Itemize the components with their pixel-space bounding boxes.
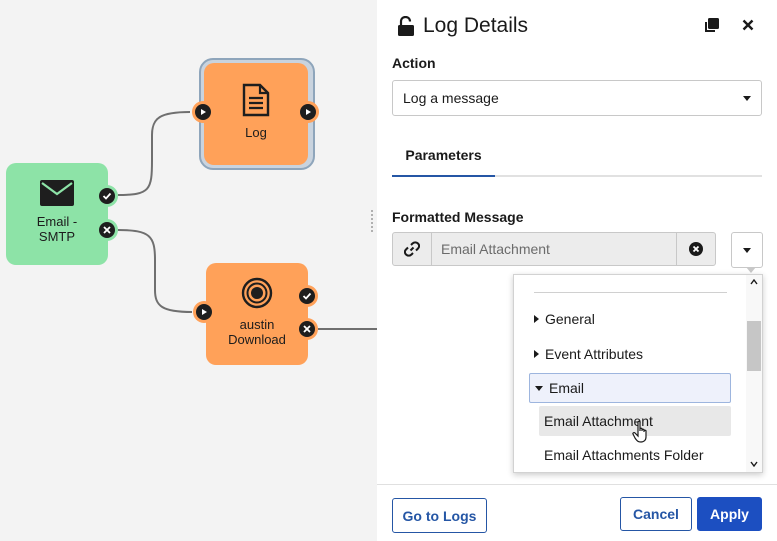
- dropdown-item-event-attributes[interactable]: Event Attributes: [534, 346, 643, 362]
- x-icon: [303, 325, 311, 333]
- email-success-port[interactable]: [96, 185, 118, 207]
- dropdown-item-email-attachment[interactable]: Email Attachment: [539, 406, 731, 436]
- log-details-panel: Log Details Action Log a message Paramet…: [377, 0, 777, 541]
- dropdown-item-general[interactable]: General: [534, 311, 595, 327]
- connection-wires: [117, 111, 377, 330]
- clear-button[interactable]: [676, 233, 715, 265]
- formatted-message-field: Email Attachment: [392, 232, 716, 266]
- chevron-down-icon: [743, 247, 751, 253]
- action-label: Action: [392, 55, 436, 71]
- scroll-down-icon: [750, 461, 758, 467]
- dropdown-item-label: Event Attributes: [545, 346, 644, 362]
- check-icon: [102, 192, 112, 200]
- link-button[interactable]: [393, 233, 432, 265]
- log-input-port[interactable]: [192, 101, 214, 123]
- panel-header: Log Details: [397, 14, 528, 38]
- scroll-up-icon: [750, 279, 758, 285]
- tab-parameters[interactable]: Parameters: [392, 140, 495, 177]
- clear-circle-icon: [689, 242, 703, 256]
- austin-success-port[interactable]: [296, 285, 318, 307]
- popout-window-icon: [704, 17, 719, 32]
- unlock-icon: [398, 16, 414, 36]
- hand-pointer-icon: [632, 420, 647, 443]
- austin-input-port[interactable]: [193, 301, 215, 323]
- variable-dropdown-menu: General Event Attributes Email Email Att…: [513, 274, 763, 473]
- caret-right-icon: [534, 315, 539, 323]
- panel-title: Log Details: [423, 14, 529, 37]
- envelope-icon: [40, 180, 74, 206]
- dropdown-item-label: General: [545, 311, 595, 327]
- go-to-logs-button[interactable]: Go to Logs: [392, 498, 487, 533]
- chevron-down-icon: [743, 95, 751, 101]
- log-output-port[interactable]: [297, 101, 319, 123]
- dropdown-item-label: Email Attachment: [544, 413, 653, 429]
- email-failure-port[interactable]: [96, 219, 118, 241]
- variable-dropdown-button[interactable]: [731, 232, 763, 273]
- tabs-divider: [392, 175, 762, 177]
- play-icon: [202, 309, 207, 315]
- action-select-value: Log a message: [403, 90, 499, 106]
- log-node[interactable]: Log: [204, 63, 308, 165]
- play-icon: [201, 109, 206, 115]
- radio-target-icon: [241, 277, 273, 309]
- email-smtp-node[interactable]: Email - SMTP: [6, 163, 108, 265]
- check-icon: [302, 292, 312, 300]
- dropdown-item-email[interactable]: Email: [529, 373, 731, 403]
- caret-down-icon: [535, 385, 543, 391]
- email-node-label: Email - SMTP: [36, 214, 78, 244]
- close-button[interactable]: [738, 15, 758, 35]
- workflow-canvas[interactable]: Email - SMTP Log: [0, 0, 377, 541]
- cancel-button[interactable]: Cancel: [620, 497, 692, 531]
- x-icon: [103, 226, 111, 234]
- document-icon: [242, 83, 270, 116]
- footer-divider: [377, 484, 777, 485]
- dropdown-item-label: Email Attachments Folder: [544, 447, 704, 463]
- austin-failure-port[interactable]: [296, 318, 318, 340]
- dropdown-item-label: Email: [549, 380, 585, 396]
- dropdown-item-email-attachments-folder[interactable]: Email Attachments Folder: [544, 447, 704, 463]
- dropdown-scrollbar[interactable]: [746, 275, 762, 472]
- popout-button[interactable]: [701, 15, 721, 35]
- apply-button[interactable]: Apply: [697, 497, 762, 531]
- close-icon: [742, 19, 754, 31]
- scrollbar-thumb[interactable]: [747, 321, 761, 371]
- caret-right-icon: [534, 350, 539, 358]
- play-icon: [306, 109, 311, 115]
- action-select[interactable]: Log a message: [392, 80, 762, 116]
- panel-resize-handle[interactable]: [371, 210, 375, 232]
- formatted-message-input[interactable]: Email Attachment: [441, 241, 550, 257]
- austin-download-node[interactable]: austin Download: [206, 263, 308, 365]
- log-node-label: Log: [245, 124, 267, 140]
- link-icon: [404, 241, 420, 257]
- austin-node-label: austin Download: [228, 317, 286, 347]
- dropdown-divider: [534, 292, 727, 293]
- formatted-message-label: Formatted Message: [392, 209, 524, 225]
